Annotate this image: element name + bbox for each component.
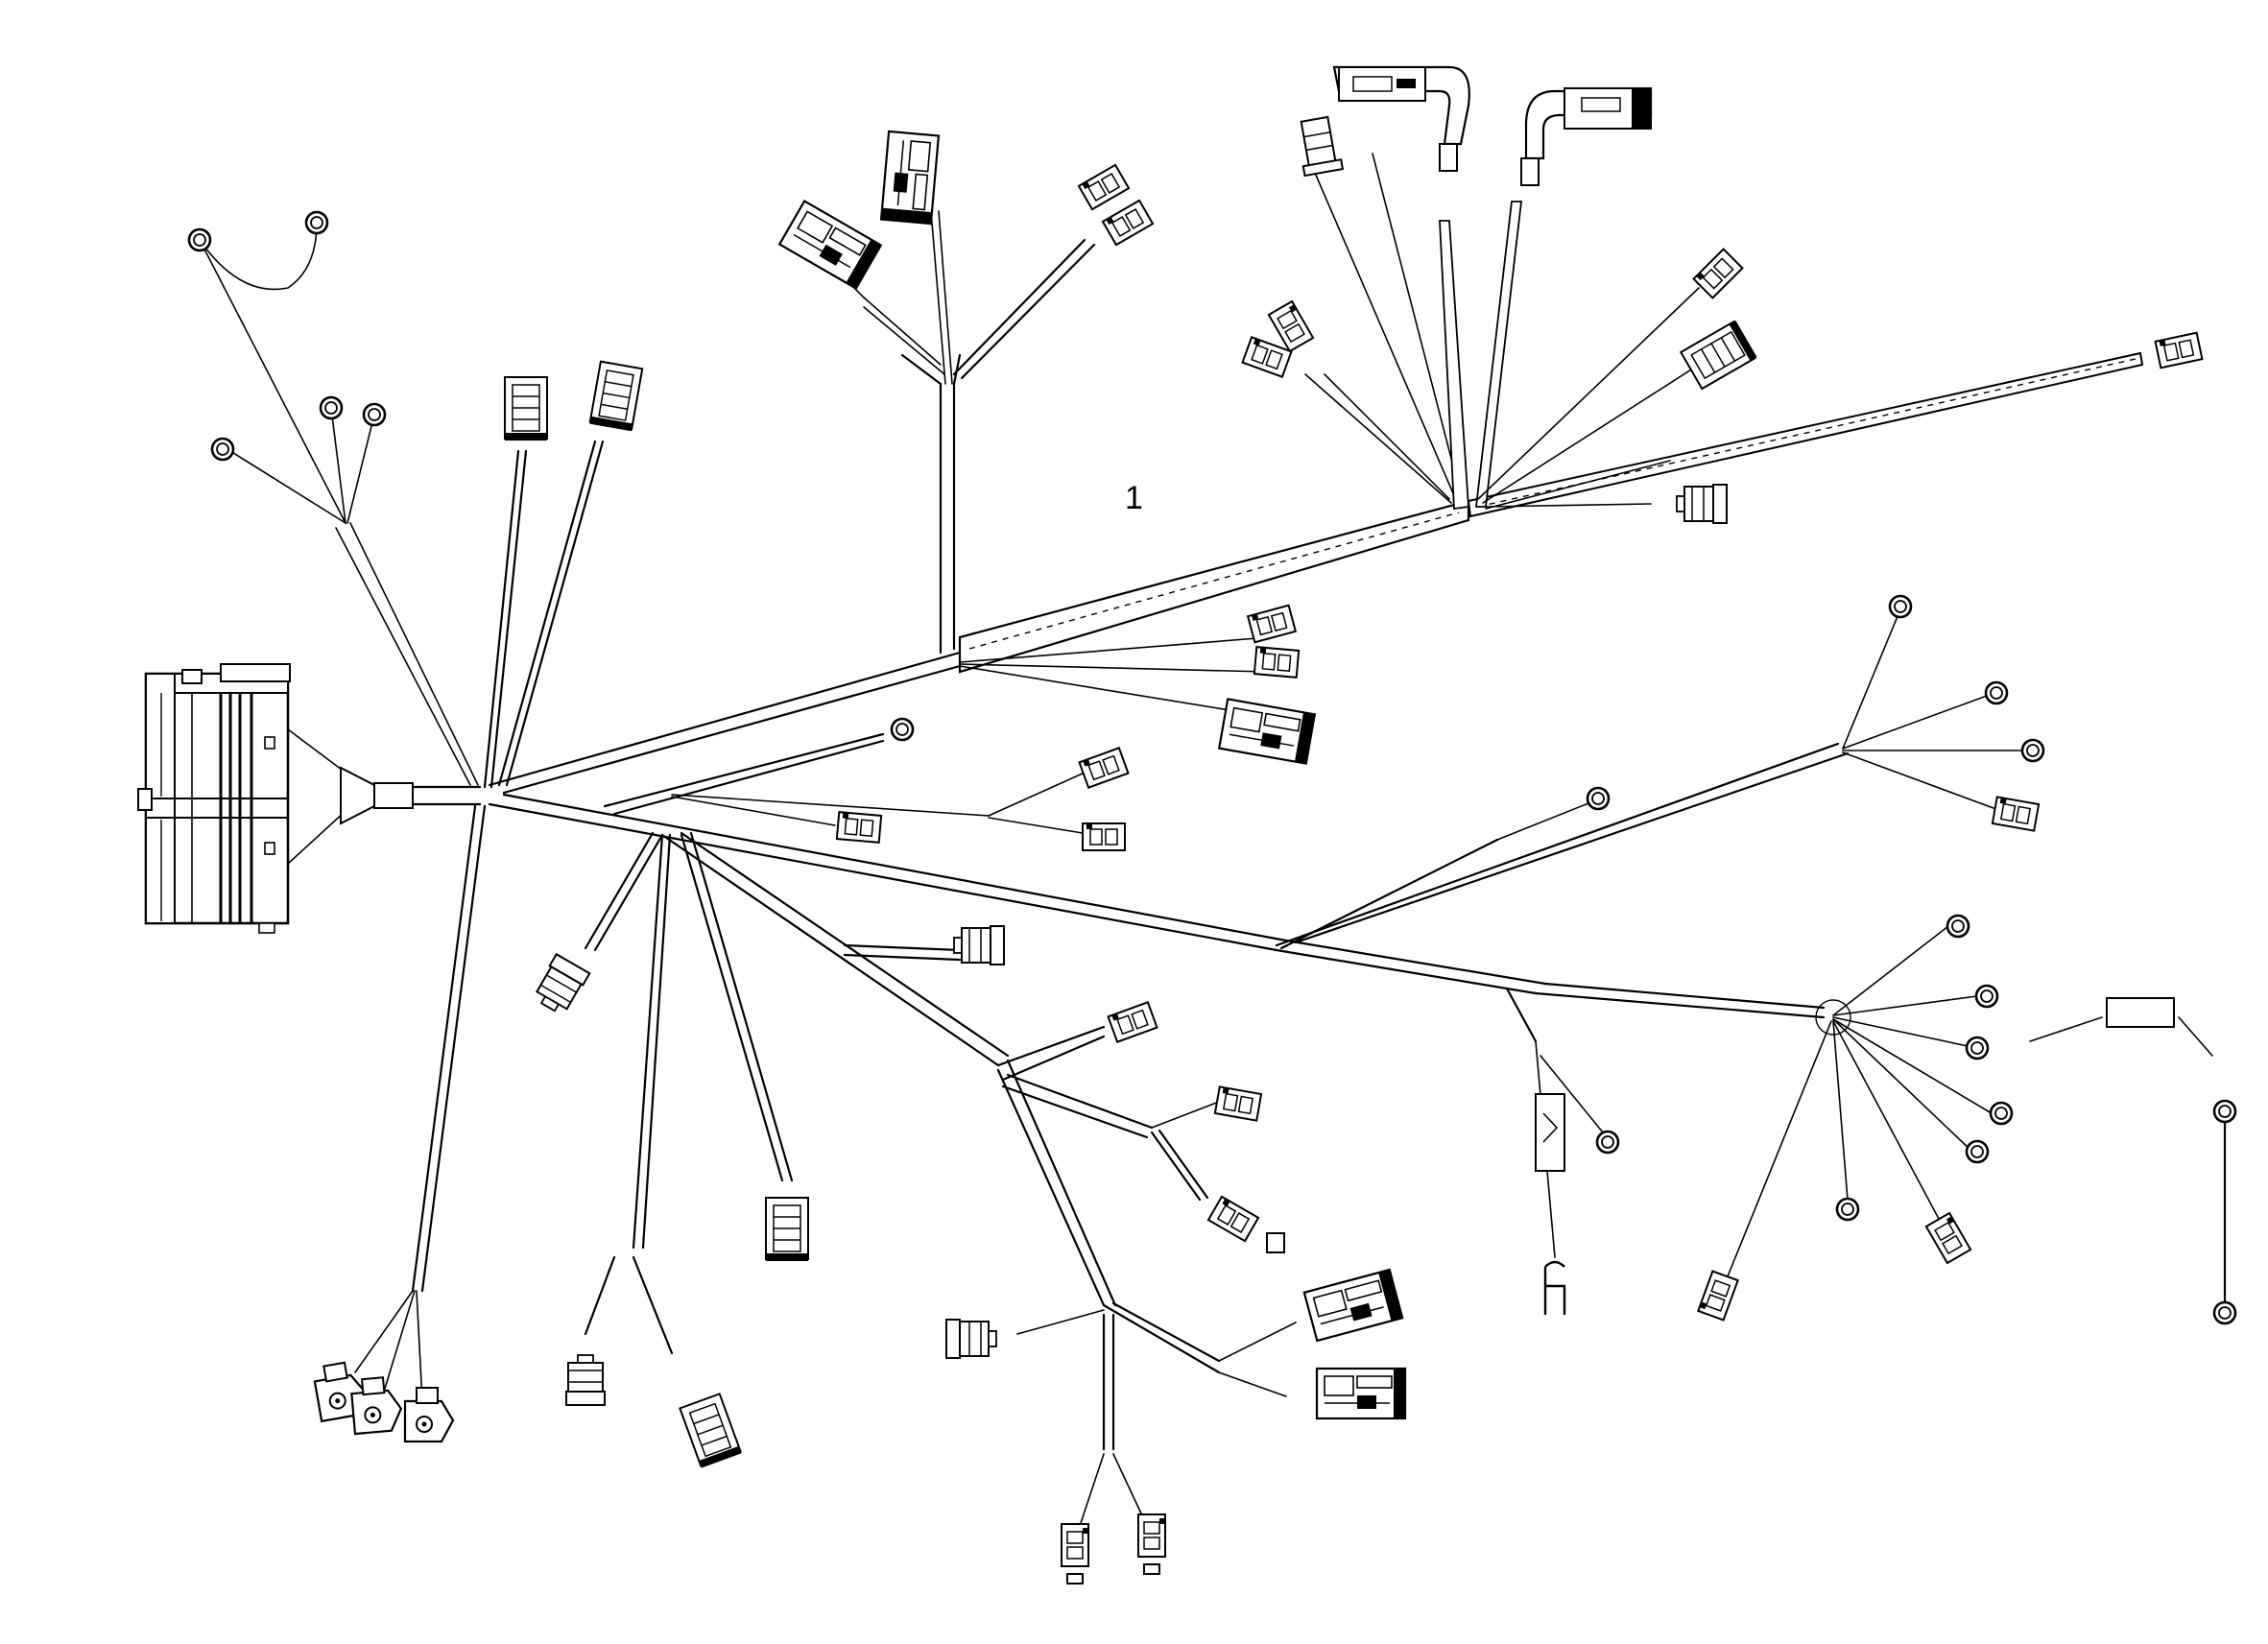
ring-terminal xyxy=(890,717,915,742)
ring-group-right-mid xyxy=(1275,594,2045,950)
connector xyxy=(1101,199,1155,247)
ring-terminal xyxy=(304,210,329,235)
connector-group-mid-upper xyxy=(959,604,1316,765)
connector xyxy=(1107,1001,1158,1043)
ring-terminal xyxy=(1984,680,2009,705)
ring-terminal xyxy=(1965,1139,1990,1164)
connector-group-upper-left xyxy=(483,360,644,789)
connector xyxy=(778,200,882,290)
connector xyxy=(2154,331,2204,369)
ring-group-right-lower xyxy=(1697,914,2237,1325)
connector xyxy=(1218,698,1316,765)
ring-terminal xyxy=(2212,1099,2237,1124)
connector xyxy=(504,376,548,441)
connector xyxy=(1206,1195,1260,1243)
ring-terminal xyxy=(1888,594,1913,619)
connector xyxy=(530,953,591,1018)
callout-number: 1 xyxy=(1125,480,1143,516)
ring-terminal xyxy=(1595,1130,1620,1155)
connector xyxy=(879,130,941,226)
connector xyxy=(1078,747,1130,789)
connector xyxy=(588,360,644,433)
connector xyxy=(1302,1268,1404,1343)
connector xyxy=(1676,484,1728,524)
connector xyxy=(1077,163,1131,211)
fork-terminal-group xyxy=(1505,987,1620,1315)
ring-terminal xyxy=(2020,738,2045,763)
ring-terminal xyxy=(362,402,387,427)
connector xyxy=(1680,319,1758,391)
fork-terminal xyxy=(1543,1260,1566,1315)
injector-connector xyxy=(403,1386,455,1443)
connector xyxy=(1213,1085,1263,1122)
ring-terminal xyxy=(210,437,235,462)
ring-terminal xyxy=(1835,1197,1860,1222)
connector xyxy=(1300,115,1345,178)
ring-terminal xyxy=(319,395,344,420)
ring-terminal xyxy=(1946,914,1970,939)
connector xyxy=(1315,1367,1407,1420)
connector-group-top-center xyxy=(778,130,1155,386)
connector-group-mid-left xyxy=(603,717,1130,851)
connector xyxy=(1692,248,1744,299)
ecu-breakout xyxy=(287,728,414,865)
callout-box xyxy=(2106,997,2175,1028)
ring-terminal xyxy=(1989,1101,2014,1126)
ring-terminal xyxy=(1965,1036,1990,1060)
relay xyxy=(1535,1093,1565,1172)
connector xyxy=(565,1354,606,1406)
connector xyxy=(1137,1513,1166,1558)
connector xyxy=(1247,604,1297,644)
connector xyxy=(945,1319,997,1359)
terminal-cap xyxy=(1266,1232,1285,1253)
connector-group-top-right xyxy=(1241,65,2204,524)
coil-connector xyxy=(1520,87,1653,186)
terminal-cap xyxy=(1066,1573,1084,1584)
ring-terminal xyxy=(1586,786,1611,811)
connector xyxy=(765,1197,809,1262)
connector xyxy=(835,811,883,844)
connector xyxy=(1082,822,1126,851)
connector xyxy=(1697,1270,1739,1322)
ground-ring-group-top-left xyxy=(187,210,479,786)
connector xyxy=(1267,299,1315,353)
terminal-cap xyxy=(1143,1563,1160,1575)
main-trunks xyxy=(411,351,2144,1067)
connector xyxy=(679,1393,743,1469)
coil-connector xyxy=(1332,65,1470,172)
connector xyxy=(1991,796,2041,832)
ecu-connector xyxy=(137,663,291,934)
connector xyxy=(1061,1523,1089,1567)
connector-group-lower-center xyxy=(311,804,1407,1584)
connector xyxy=(1924,1211,1972,1265)
ring-terminal xyxy=(187,227,212,252)
connector xyxy=(1253,646,1301,679)
ring-terminal xyxy=(2212,1300,2237,1325)
connector xyxy=(953,925,1005,965)
ring-terminal xyxy=(1974,984,1999,1009)
